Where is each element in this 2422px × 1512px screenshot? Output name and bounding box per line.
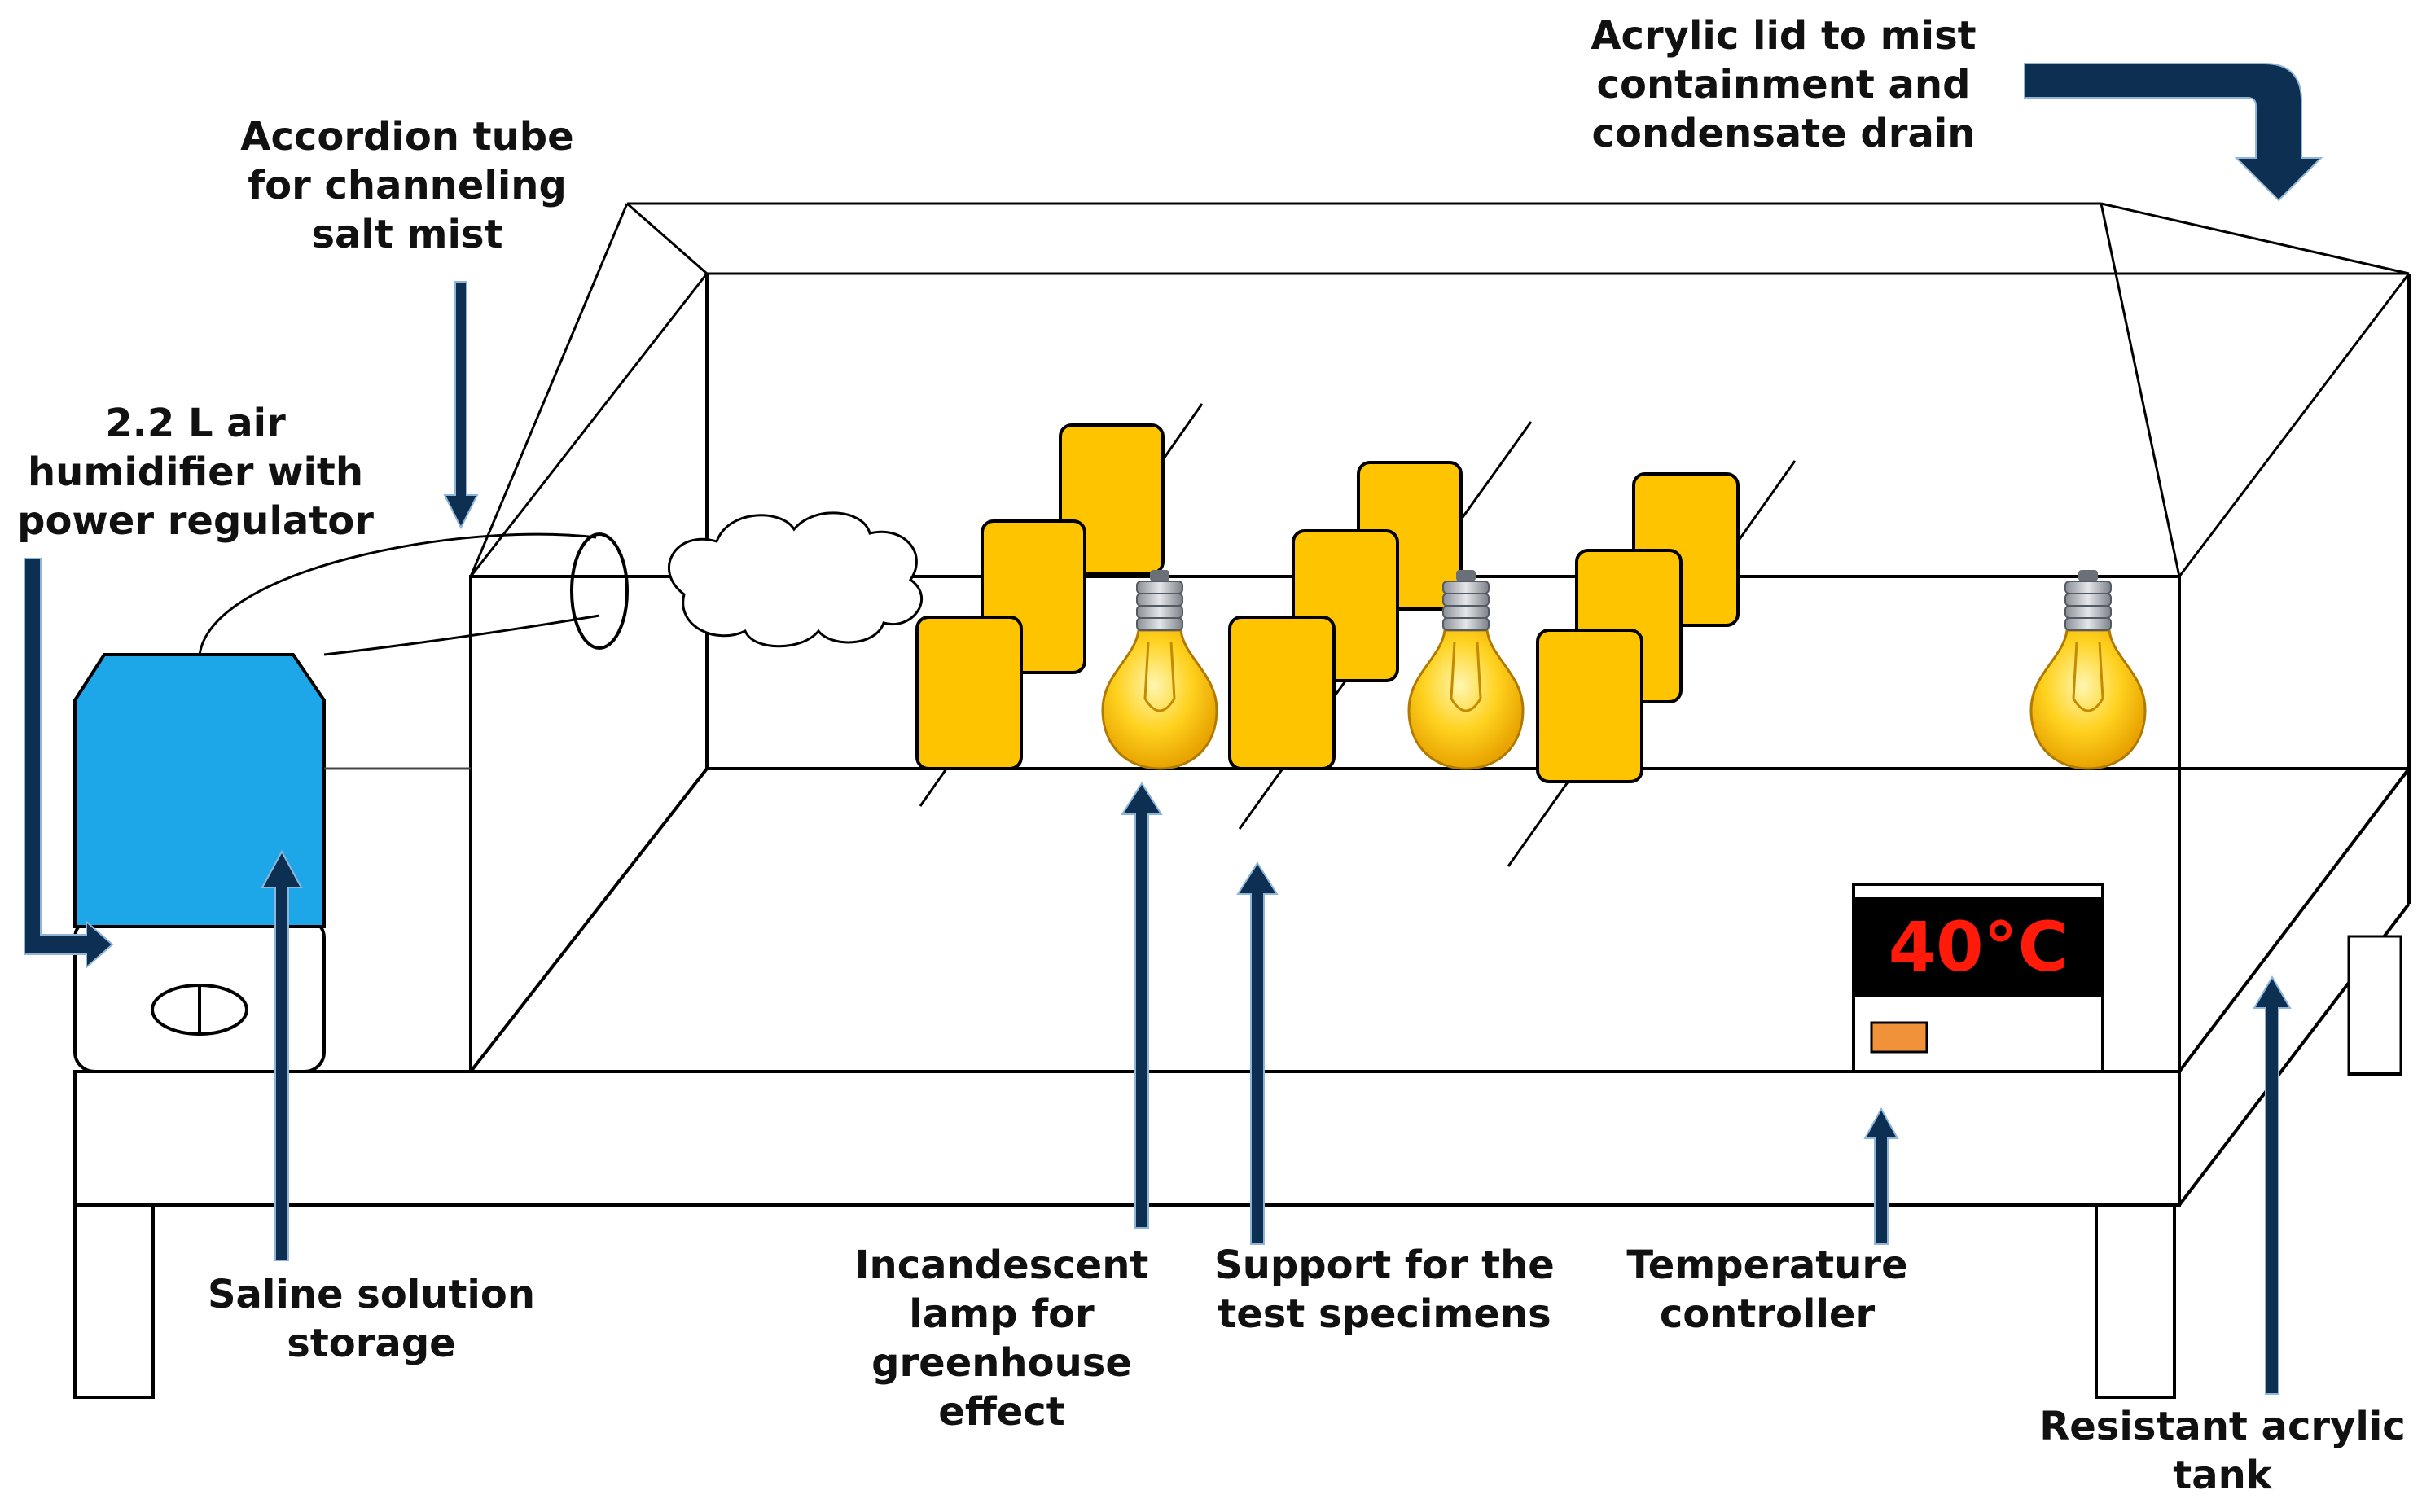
incandescent-lamp-label-line: greenhouse — [871, 1340, 1132, 1386]
acrylic-lid-label-line: condensate drain — [1591, 111, 1976, 156]
humidifier-label: 2.2 L air humidifier with power regulato… — [0, 399, 391, 546]
specimen-plate-icon — [1228, 616, 1336, 770]
humidifier-label-line: humidifier with — [27, 449, 364, 495]
temperature-display: 40°C — [1888, 907, 2069, 987]
temperature-controller-label-line: Temperature — [1626, 1242, 1908, 1288]
mist-cloud-icon — [668, 511, 923, 648]
accordion-tube-label-line: for channeling — [248, 163, 567, 208]
bulb-icon — [1101, 570, 1218, 770]
temperature-controller-label-line: controller — [1659, 1291, 1876, 1337]
annotation-arrows — [24, 63, 2323, 1395]
specimen-plate-icon — [1536, 629, 1643, 783]
specimen-support-label-line: Support for the — [1214, 1242, 1555, 1288]
specimen-support-label: Support for the test specimens — [1181, 1241, 1588, 1339]
humidifier — [73, 653, 326, 1073]
acrylic-tank-label-line: Resistant acrylic — [2039, 1404, 2406, 1449]
incandescent-lamp-label: Incandescent lamp for greenhouse effect — [814, 1241, 1189, 1436]
saline-storage-label-line: storage — [287, 1321, 456, 1366]
acrylic-lid — [469, 202, 2411, 577]
temperature-controller — [1852, 883, 2104, 1073]
bulb-icon — [1407, 570, 1525, 770]
accordion-tube-label-line: salt mist — [311, 212, 503, 257]
incandescent-lamps — [1101, 570, 2147, 770]
accordion-tube — [198, 532, 629, 656]
acrylic-tank-label-line: tank — [2173, 1453, 2272, 1498]
saline-storage-label-line: Saline solution — [207, 1272, 536, 1317]
incandescent-lamp-label-line: effect — [938, 1389, 1065, 1435]
accordion-tube-label-line: Accordion tube — [240, 114, 574, 160]
specimen-support-label-line: test specimens — [1218, 1291, 1551, 1337]
accordion-tube-label: Accordion tube for channeling salt mist — [187, 112, 627, 259]
table — [73, 935, 2402, 1399]
incandescent-lamp-label-line: lamp for — [909, 1291, 1095, 1337]
specimen-plate-icon — [915, 616, 1023, 770]
bulb-icon — [2029, 570, 2147, 770]
temperature-controller-label: Temperature controller — [1596, 1241, 1938, 1339]
humidifier-label-line: power regulator — [17, 498, 374, 544]
incandescent-lamp-label-line: Incandescent — [854, 1242, 1149, 1288]
test-specimens — [915, 423, 1740, 783]
acrylic-lid-label: Acrylic lid to mist containment and cond… — [1555, 11, 2012, 158]
acrylic-tank-label: Resistant acrylic tank — [2023, 1402, 2422, 1500]
acrylic-lid-label-line: Acrylic lid to mist — [1591, 13, 1977, 59]
humidifier-label-line: 2.2 L air — [105, 401, 286, 446]
saline-storage-label: Saline solution storage — [160, 1270, 583, 1368]
acrylic-lid-label-line: containment and — [1596, 62, 1971, 107]
